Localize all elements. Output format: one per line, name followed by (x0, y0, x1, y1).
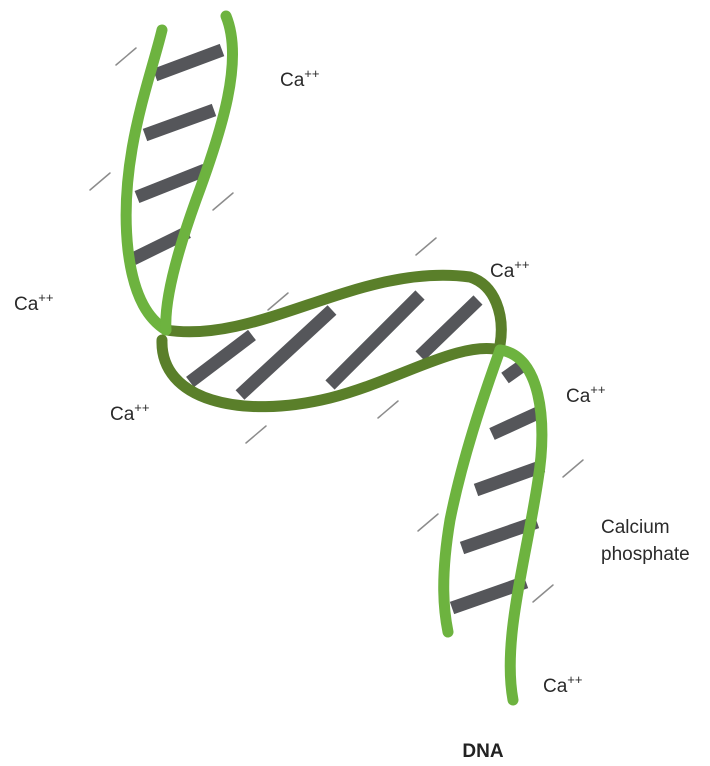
base-pair (492, 412, 540, 434)
diagram-caption: DNA (462, 741, 503, 762)
ion-label: Ca++ (490, 257, 529, 282)
ion-label: Ca++ (280, 66, 319, 91)
ion-label: Ca++ (543, 672, 582, 697)
strand-dark-lower (162, 340, 500, 407)
base-pair (190, 335, 252, 382)
ion-label: Ca++ (110, 400, 149, 425)
tick-mark (563, 460, 583, 477)
base-pair (505, 366, 522, 378)
tick-mark (246, 426, 266, 443)
ion-label: Ca++ (14, 290, 53, 315)
tick-mark (213, 193, 233, 210)
tick-mark (418, 514, 438, 531)
backbone-label: Calcium phosphate (601, 517, 690, 565)
tick-mark (116, 48, 136, 65)
backbone-label-line2: phosphate (601, 544, 690, 565)
base-pair (155, 50, 222, 75)
backbone-label-line1: Calcium (601, 517, 670, 538)
base-pair (145, 110, 214, 135)
tick-mark (533, 585, 553, 602)
tick-mark (90, 173, 110, 190)
tick-mark (378, 401, 398, 418)
tick-mark (416, 238, 436, 255)
ion-label: Ca++ (566, 382, 605, 407)
